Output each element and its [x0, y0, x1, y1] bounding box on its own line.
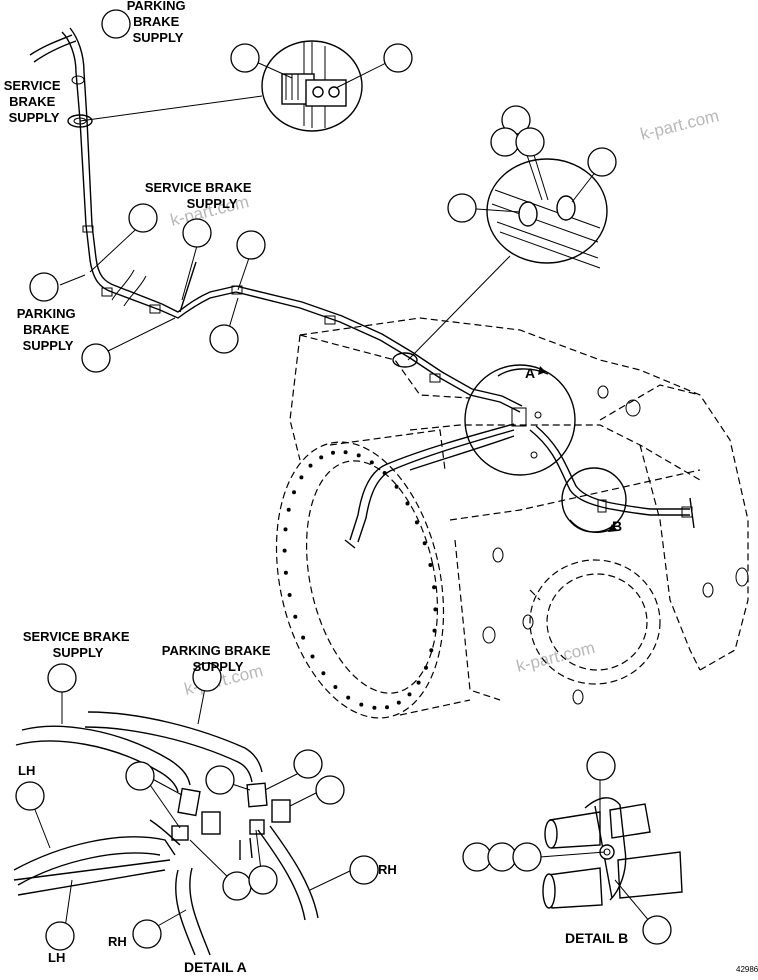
callout-bubble	[515, 127, 545, 157]
drum-bolt	[369, 460, 374, 465]
drum-bolt	[405, 501, 410, 506]
drum-bolt	[428, 563, 433, 567]
callout-bubble	[209, 324, 239, 354]
callout-bubble	[587, 147, 617, 177]
drum-bolt	[319, 455, 324, 460]
parking-brake-supply-label: PARKING BRAKE SUPPLY	[127, 0, 190, 45]
drum-bolt	[407, 692, 412, 697]
callout-bubble	[383, 43, 413, 73]
callout-bubble	[447, 193, 477, 223]
callout-bubble	[487, 842, 517, 872]
detail-a-title: DETAIL A	[184, 959, 247, 975]
detail-a-drawing	[13, 711, 319, 956]
service-brake-supply-label: SERVICE BRAKE SUPPLY	[4, 78, 64, 125]
callout-bubble	[15, 781, 45, 811]
service-brake-supply-label: SERVICE BRAKE SUPPLY	[23, 629, 133, 660]
drum-bolt	[333, 685, 338, 689]
axle-housing	[275, 317, 749, 719]
drum-bolt	[359, 702, 364, 707]
callout-bubble	[128, 203, 158, 233]
clip-inset	[79, 40, 363, 132]
drum-bolt	[385, 705, 389, 710]
drum-bolt	[283, 570, 288, 575]
drum-bolt	[286, 507, 291, 512]
drum-bolt	[372, 705, 377, 710]
rh-label: RH	[108, 934, 127, 949]
callout-bubble	[236, 230, 266, 260]
drum-bolt	[422, 541, 427, 546]
callout-bubble	[205, 765, 235, 795]
drum-bolt	[433, 607, 438, 612]
watermark: k-part.com	[638, 106, 721, 144]
lh-label: LH	[48, 950, 65, 965]
callout-bubble	[47, 663, 77, 693]
callout-bubble	[293, 749, 323, 779]
brake-lines	[29, 27, 695, 549]
callout-bubble	[586, 751, 616, 781]
callout-bubble	[45, 921, 75, 951]
drum-bolt	[299, 475, 304, 480]
detail-a-callout: A	[464, 364, 576, 476]
callout-bubble	[132, 919, 162, 949]
callout-bubble	[512, 842, 542, 872]
drum-bolt	[310, 654, 315, 659]
drum-bolt	[424, 665, 428, 670]
rh-label: RH	[378, 862, 397, 877]
detail-b-title: DETAIL B	[565, 930, 628, 946]
drum-bolt	[287, 593, 292, 597]
callout-bubbles	[15, 9, 672, 951]
figure-number: 42986	[736, 965, 758, 974]
drum-bolt	[331, 450, 335, 455]
callout-bubble	[462, 842, 492, 872]
drum-bolt	[282, 548, 287, 553]
parking-brake-supply-label: PARKING BRAKE SUPPLY	[17, 306, 80, 353]
view-b-label: B	[612, 518, 622, 534]
callout-bubble	[125, 761, 155, 791]
detail-b-callout: B	[561, 467, 627, 534]
drum-bolt	[432, 585, 437, 590]
callout-bubble	[81, 343, 111, 373]
callout-bubble	[248, 865, 278, 895]
callout-bubble	[642, 915, 672, 945]
detail-b-drawing	[542, 797, 683, 909]
callout-bubble	[490, 127, 520, 157]
watermark: k-part.com	[514, 638, 597, 676]
drum-bolt	[432, 628, 437, 633]
service-brake-supply-label: SERVICE BRAKE SUPPLY	[145, 180, 255, 211]
drum-bolt	[321, 671, 326, 676]
fitting-inset	[392, 158, 608, 368]
callout-bubble	[349, 855, 379, 885]
drum-bolt	[292, 490, 296, 495]
drum-bolt	[416, 680, 421, 685]
drum-bolt	[293, 614, 298, 619]
drum-bolt	[346, 695, 351, 700]
lh-label: LH	[18, 763, 35, 778]
drum-bolt-circle	[282, 450, 438, 710]
drum-bolt	[301, 635, 306, 640]
callout-bubble	[192, 662, 222, 692]
parking-brake-supply-label: PARKING BRAKE SUPPLY	[162, 643, 274, 674]
callout-bubble	[222, 871, 252, 901]
drum-bolt	[429, 648, 434, 653]
callout-bubble	[101, 9, 131, 39]
drum-bolt	[356, 453, 361, 458]
drum-bolt	[283, 527, 288, 532]
callout-bubble	[230, 43, 260, 73]
drum-bolt	[343, 450, 348, 455]
callout-bubble	[182, 218, 212, 248]
drum-bolt	[308, 463, 313, 468]
callout-bubble	[29, 272, 59, 302]
drum-bolt	[396, 700, 401, 705]
drum-bolt	[394, 484, 399, 489]
drum-bolt	[414, 520, 419, 525]
view-a-label: A	[525, 365, 535, 381]
callout-bubble	[315, 775, 345, 805]
